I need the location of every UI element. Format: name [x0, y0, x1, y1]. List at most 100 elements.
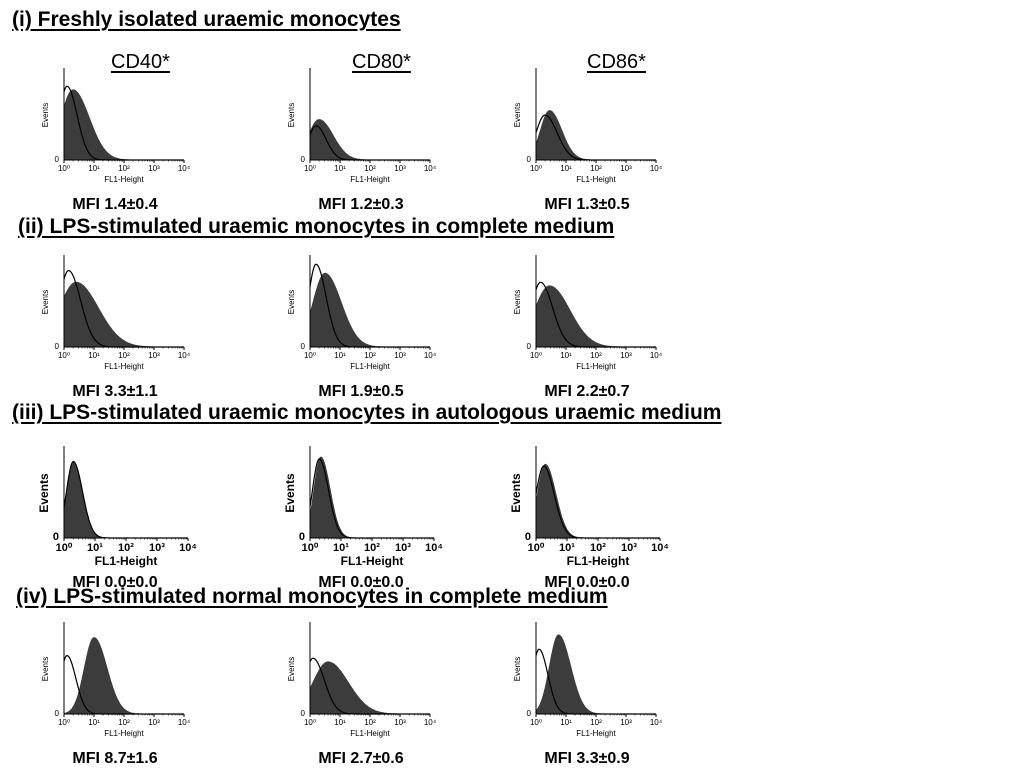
x-tick-label: 10⁰ [58, 351, 70, 360]
x-tick-label: 10² [364, 164, 376, 173]
x-tick-label: 10³ [620, 164, 632, 173]
x-tick-label: 10⁴ [650, 164, 663, 173]
x-tick-label: 10⁰ [302, 542, 319, 554]
column-label-cd40: CD40* [111, 51, 170, 73]
filled-histogram [309, 272, 430, 348]
x-tick-label: 10⁰ [528, 542, 545, 554]
y-axis-label: Events [283, 473, 297, 513]
x-tick-label: 10⁴ [178, 164, 191, 173]
x-tick-label: 10¹ [334, 164, 346, 173]
y-axis-label: Events [287, 103, 296, 127]
y-axis-label: Events [513, 657, 522, 681]
x-tick-label: 10² [590, 164, 602, 173]
x-tick-label: 10¹ [88, 718, 100, 727]
x-tick-label: 10² [364, 718, 376, 727]
y-axis-label: Events [41, 103, 50, 127]
filled-histogram [535, 634, 656, 715]
y-tick-label: 0 [55, 155, 60, 164]
x-tick-label: 10³ [621, 542, 637, 554]
x-tick-label: 10⁴ [178, 351, 191, 360]
y-tick-label: 0 [527, 342, 532, 351]
section-heading-i: (i) Freshly isolated uraemic monocytes [12, 8, 401, 31]
x-axis-label: FL1-Height [341, 554, 404, 568]
mfi-label: MFI 0.0±0.0 [72, 574, 158, 591]
filled-histogram [309, 661, 430, 715]
filled-histogram [535, 463, 660, 539]
x-tick-label: 10² [118, 351, 130, 360]
x-tick-label: 10¹ [334, 718, 346, 727]
y-tick-label: 0 [301, 155, 306, 164]
x-tick-label: 10⁰ [304, 351, 316, 360]
x-tick-label: 10³ [148, 718, 160, 727]
mfi-label: MFI 1.9±0.5 [318, 383, 404, 400]
x-axis-label: FL1-Height [95, 554, 158, 568]
y-axis-label: Events [287, 290, 296, 314]
filled-histogram [309, 456, 434, 539]
x-tick-label: 10⁰ [304, 718, 316, 727]
y-axis-label: Events [513, 290, 522, 314]
filled-histogram [309, 119, 430, 161]
x-tick-label: 10⁰ [304, 164, 316, 173]
x-tick-label: 10² [118, 718, 130, 727]
y-tick-label: 0 [55, 342, 60, 351]
section-heading-iii: (iii) LPS-stimulated uraemic monocytes i… [12, 401, 722, 424]
mfi-label: MFI 0.0±0.0 [318, 574, 404, 591]
x-tick-label: 10⁴ [651, 542, 669, 554]
x-tick-label: 10³ [394, 351, 406, 360]
x-tick-label: 10⁰ [530, 718, 542, 727]
x-tick-label: 10³ [394, 718, 406, 727]
x-tick-label: 10² [118, 164, 130, 173]
column-label-cd80: CD80* [352, 51, 411, 73]
x-axis-label: FL1-Height [104, 729, 144, 738]
x-tick-label: 10⁰ [58, 718, 70, 727]
filled-histogram [63, 461, 188, 539]
x-tick-label: 10⁰ [58, 164, 70, 173]
y-tick-label: 0 [525, 531, 531, 543]
x-tick-label: 10² [118, 542, 134, 554]
filled-histogram [63, 89, 184, 161]
y-tick-label: 0 [53, 531, 59, 543]
x-tick-label: 10¹ [560, 351, 572, 360]
y-tick-label: 0 [299, 531, 305, 543]
mfi-label: MFI 3.3±0.9 [544, 750, 630, 767]
x-tick-label: 10⁴ [424, 164, 437, 173]
x-tick-label: 10¹ [560, 718, 572, 727]
x-tick-label: 10⁴ [424, 718, 437, 727]
x-tick-label: 10² [590, 718, 602, 727]
y-axis-label: Events [37, 473, 51, 513]
section-heading-iv: (iv) LPS-stimulated normal monocytes in … [16, 585, 608, 608]
mfi-label: MFI 1.3±0.5 [544, 196, 630, 213]
x-tick-label: 10¹ [333, 542, 349, 554]
x-tick-label: 10³ [148, 164, 160, 173]
x-tick-label: 10¹ [87, 542, 103, 554]
x-axis-label: FL1-Height [350, 729, 390, 738]
x-tick-label: 10⁴ [650, 718, 663, 727]
filled-histogram [535, 110, 656, 161]
x-tick-label: 10¹ [88, 164, 100, 173]
x-tick-label: 10³ [395, 542, 411, 554]
x-tick-label: 10¹ [560, 164, 572, 173]
y-axis-label: Events [513, 103, 522, 127]
x-axis-label: FL1-Height [104, 175, 144, 184]
mfi-label: MFI 8.7±1.6 [72, 750, 158, 767]
y-tick-label: 0 [301, 342, 306, 351]
y-axis-label: Events [287, 657, 296, 681]
filled-histogram [63, 637, 184, 715]
x-tick-label: 10³ [394, 164, 406, 173]
x-tick-label: 10⁰ [530, 351, 542, 360]
